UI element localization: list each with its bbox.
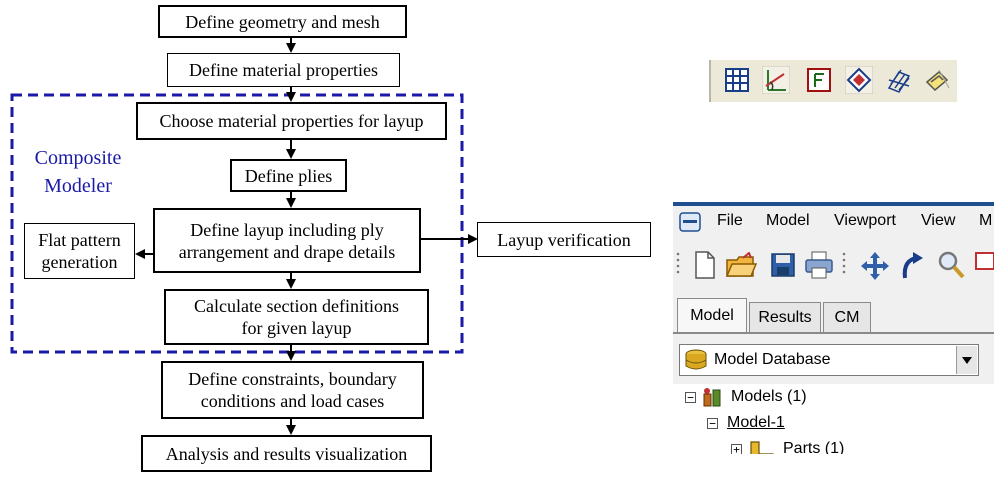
tab-model[interactable]: Model (677, 298, 747, 332)
define-geometry-box: Define geometry and mesh (158, 5, 407, 38)
dropdown-button[interactable] (956, 346, 977, 374)
flat-pattern-box: Flat pattern generation (24, 223, 135, 279)
database-icon (685, 349, 707, 370)
menu-viewport[interactable]: Viewport (834, 212, 896, 229)
tab-results-label: Results (758, 308, 812, 326)
models-icon (703, 388, 721, 407)
zoom-icon[interactable] (937, 250, 965, 280)
section-icon[interactable] (923, 66, 951, 94)
open-folder-icon[interactable] (725, 252, 757, 280)
toolbar-grip-icon (676, 252, 680, 274)
menu-more[interactable]: M (979, 212, 993, 229)
rotate-icon[interactable] (899, 250, 927, 282)
collapse-models-icon[interactable]: − (685, 392, 696, 403)
model-tree: − Models (1) − Model-1 + Parts (1) (673, 384, 994, 454)
ply-orientation-icon[interactable] (762, 66, 790, 94)
tab-cm-label: CM (834, 308, 860, 326)
tree-parts[interactable]: Parts (1) (783, 440, 845, 454)
tab-bar: Model Results CM (673, 298, 994, 338)
define-material-text: Define material properties (189, 60, 378, 80)
define-material-box: Define material properties (167, 53, 400, 87)
drape-icon[interactable] (845, 66, 873, 94)
define-layup-box: Define layup including ply arrangement a… (153, 208, 421, 273)
parts-icon (750, 441, 774, 454)
composite-modeler-boundary (10, 93, 464, 354)
flat-pattern-icon[interactable] (805, 66, 833, 94)
ply-stack-icon[interactable] (885, 66, 913, 94)
model-database-value: Model Database (714, 351, 831, 368)
define-plies-text: Define plies (244, 165, 333, 186)
define-constraints-box: Define constraints, boundary conditions … (161, 361, 424, 419)
tab-bar-divider (673, 332, 994, 334)
menu-view[interactable]: View (921, 212, 956, 229)
choose-material-box: Choose material properties for layup (136, 102, 447, 140)
analysis-box: Analysis and results visualization (141, 435, 432, 472)
model-database-select[interactable]: Model Database (679, 344, 979, 376)
calc-section-text-1: Calculate section definitions (194, 296, 399, 316)
pan-icon[interactable] (859, 250, 891, 282)
layup-verification-box: Layup verification (477, 222, 651, 257)
flat-pattern-text-1: Flat pattern (38, 230, 121, 250)
composite-toolbar (709, 60, 957, 102)
new-file-icon[interactable] (693, 250, 717, 280)
menu-file[interactable]: File (717, 212, 743, 229)
define-constraints-text-1: Define constraints, boundary (188, 369, 397, 389)
expand-parts-icon[interactable]: + (731, 444, 742, 454)
collapse-model1-icon[interactable]: − (707, 418, 718, 429)
define-constraints-text-2: conditions and load cases (200, 391, 385, 411)
calc-section-box: Calculate section definitions for given … (164, 289, 429, 345)
composite-modeler-label-line1: Composite (34, 147, 122, 169)
chevron-down-icon (962, 357, 972, 364)
tree-models[interactable]: Models (1) (731, 388, 807, 405)
composite-modeler-label-line2: Modeler (44, 175, 112, 197)
window-menu-icon[interactable] (679, 212, 701, 232)
print-icon[interactable] (804, 250, 834, 280)
calc-section-text-2: for given layup (241, 318, 352, 338)
tab-results[interactable]: Results (749, 302, 821, 332)
flat-pattern-text-2: generation (41, 252, 118, 272)
menu-bar: File Model Viewport View M (673, 202, 994, 236)
tree-model-1[interactable]: Model-1 (727, 414, 785, 431)
main-toolbar (673, 240, 994, 290)
analysis-text: Analysis and results visualization (165, 443, 408, 464)
box-zoom-icon[interactable] (973, 250, 994, 280)
layup-verification-text: Layup verification (497, 229, 631, 250)
choose-material-text: Choose material properties for layup (159, 111, 424, 131)
tab-model-label: Model (690, 306, 734, 324)
define-geometry-text: Define geometry and mesh (185, 11, 380, 32)
define-layup-text-2: arrangement and drape details (178, 241, 396, 262)
define-layup-text-1: Define layup including ply (190, 219, 384, 240)
cae-window: File Model Viewport View M (673, 202, 994, 454)
composite-modeler-label: Composite Modeler (18, 144, 138, 200)
tab-cm[interactable]: CM (823, 302, 871, 332)
layup-manager-icon[interactable] (723, 66, 751, 94)
menu-model[interactable]: Model (766, 212, 810, 229)
define-plies-box: Define plies (230, 159, 347, 192)
save-icon[interactable] (770, 252, 796, 278)
toolbar-separator-icon (842, 252, 846, 274)
